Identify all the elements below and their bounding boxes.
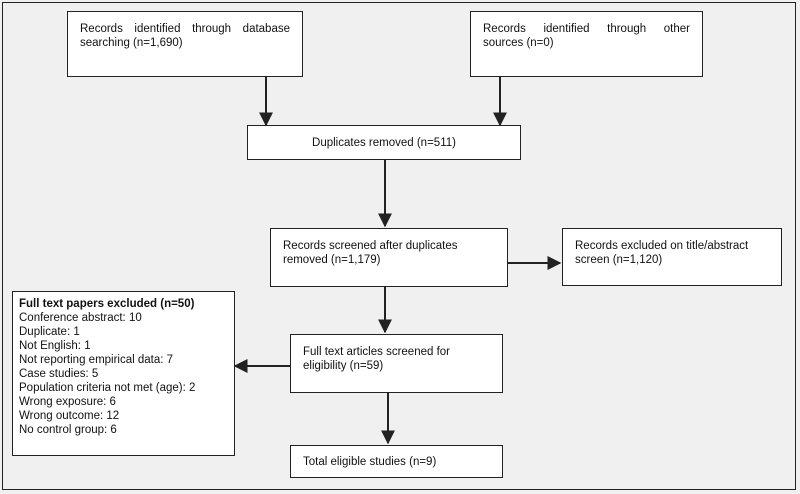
box-full-text-screened: Full text articles screened for eligibil… — [290, 334, 503, 393]
exclusion-reason: Conference abstract: 10 — [19, 312, 142, 324]
exclusion-reason: Not English: 1 — [19, 340, 91, 352]
exclusion-reason: Population criteria not met (age): 2 — [19, 382, 196, 394]
exclusion-reason: Not reporting empirical data: 7 — [19, 354, 174, 366]
box-duplicates-removed: Duplicates removed (n=511) — [247, 125, 521, 160]
exclusion-reasons-list: Conference abstract: 10 Duplicate: 1 Not… — [19, 311, 228, 437]
box-full-text-screened-text: Full text articles screened for eligibil… — [303, 346, 451, 372]
box-other-sources-text: Records identified through other sources… — [483, 23, 690, 49]
box-records-excluded-title-text: Records excluded on title/abstract scree… — [575, 240, 749, 266]
box-database-search: Records identified through database sear… — [67, 11, 303, 77]
box-database-search-text: Records identified through database sear… — [80, 23, 290, 49]
box-records-screened: Records screened after duplicates remove… — [270, 228, 508, 287]
box-full-text-excluded: Full text papers excluded (n=50) Confere… — [12, 291, 235, 456]
exclusion-reason: No control group: 6 — [19, 424, 117, 436]
box-duplicates-removed-text: Duplicates removed (n=511) — [312, 137, 456, 149]
box-total-eligible-text: Total eligible studies (n=9) — [303, 456, 437, 468]
exclusion-reason: Wrong exposure: 6 — [19, 396, 116, 408]
exclusion-reason: Wrong outcome: 12 — [19, 410, 120, 422]
exclusion-reason: Duplicate: 1 — [19, 326, 80, 338]
full-text-excluded-heading: Full text papers excluded (n=50) — [19, 298, 195, 310]
exclusion-reason: Case studies: 5 — [19, 368, 99, 380]
box-records-excluded-title: Records excluded on title/abstract scree… — [562, 228, 782, 286]
box-other-sources: Records identified through other sources… — [470, 11, 703, 77]
box-total-eligible: Total eligible studies (n=9) — [290, 445, 503, 478]
box-records-screened-text: Records screened after duplicates remove… — [283, 240, 458, 266]
